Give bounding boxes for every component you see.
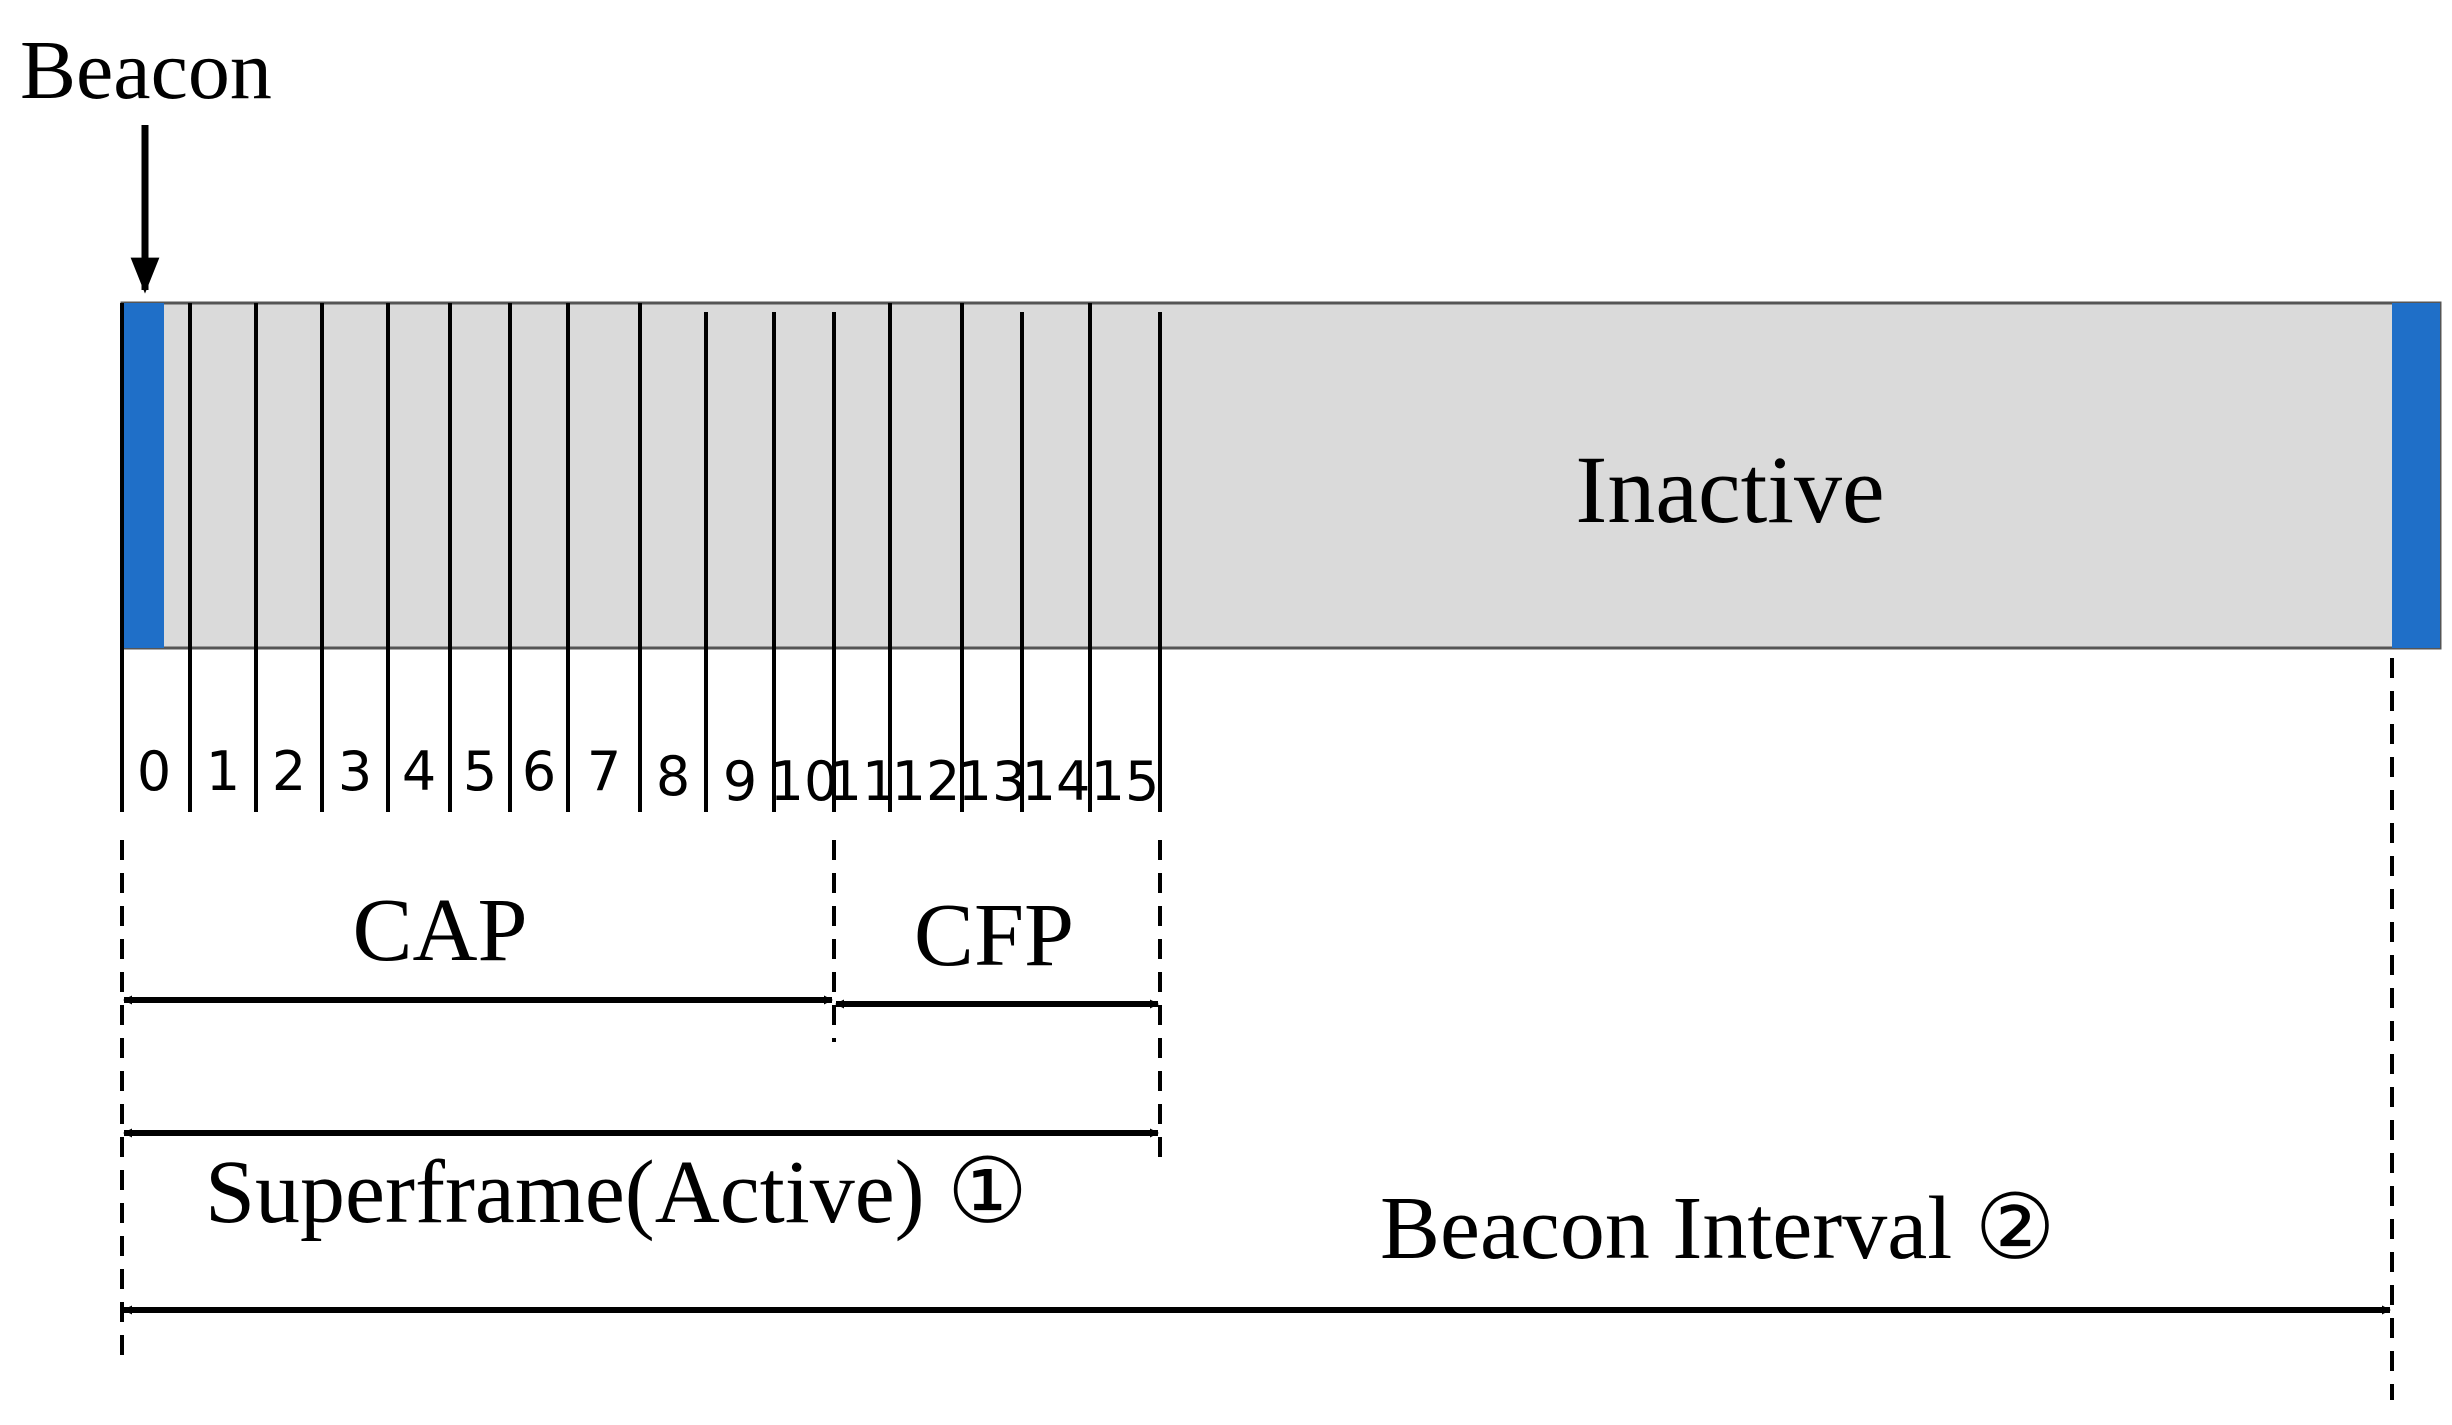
slot-number: 12 <box>892 750 961 813</box>
slot-number: 11 <box>828 750 897 813</box>
slot-number: 4 <box>402 740 436 803</box>
superframe-label: Superframe(Active) ① <box>205 1143 1028 1242</box>
beacon-label: Beacon <box>20 24 272 117</box>
slot-number: 7 <box>587 740 621 803</box>
dashed-guides <box>120 658 2394 1400</box>
slot-number: 6 <box>522 740 556 803</box>
cfp-label: CFP <box>914 886 1074 985</box>
slot-number: 1 <box>206 740 240 803</box>
slot-number: 10 <box>770 750 839 813</box>
slot-number: 0 <box>137 740 171 803</box>
inactive-label: Inactive <box>1575 436 1884 543</box>
beacon-marker-start <box>122 303 164 648</box>
slot-number: 5 <box>463 740 497 803</box>
slot-number: 3 <box>338 740 372 803</box>
slot-number: 8 <box>656 745 690 808</box>
slot-number: 14 <box>1022 750 1091 813</box>
beacon-interval-label: Beacon Interval ② <box>1380 1179 2055 1278</box>
slot-boundaries <box>120 303 1162 812</box>
slot-number: 2 <box>272 740 306 803</box>
slot-number: 15 <box>1091 750 1160 813</box>
slot-numbers: 0 1 2 3 4 5 6 7 8 9 10 11 12 13 14 15 <box>137 740 1160 813</box>
cap-label: CAP <box>352 881 527 980</box>
slot-number: 13 <box>958 750 1027 813</box>
beacon-marker-end <box>2392 303 2440 648</box>
frame-bar <box>120 301 2442 650</box>
slot-number: 9 <box>723 750 757 813</box>
